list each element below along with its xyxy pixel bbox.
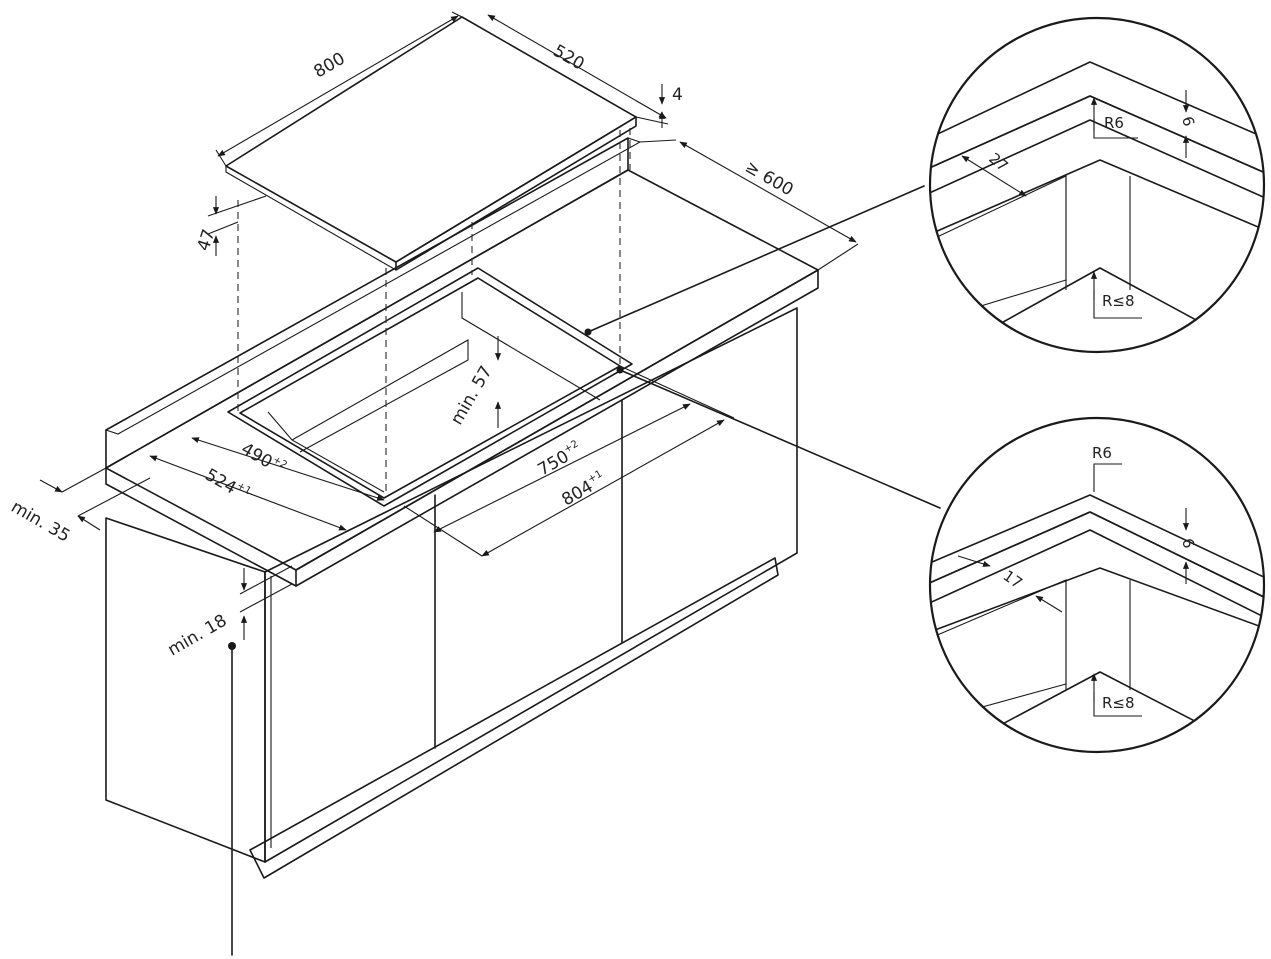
hob-glass-edge-left — [225, 166, 397, 271]
dim-outer-depth: 524+1 — [202, 464, 253, 506]
worktop-upstand — [105, 137, 629, 469]
detail-circle-bottom: R6 6 17 R≤8 — [928, 416, 1266, 754]
dimension-800: 800 — [215, 11, 463, 167]
dim-glass-thickness: 4 — [672, 85, 683, 105]
worktop — [104, 137, 819, 587]
detail-leaders — [584, 185, 941, 509]
detail-circle-top: R6 6 27 R≤8 — [928, 16, 1266, 354]
worktop-upstand-top — [104, 137, 642, 435]
dimension-4: 4 — [658, 84, 683, 128]
dimension-min57: min. 57 — [447, 336, 502, 429]
cabinet-front — [264, 307, 798, 863]
thickness-leader — [228, 642, 236, 956]
detail-bottom-step: 6 — [1178, 536, 1198, 550]
detail-top-radius: R6 — [1104, 114, 1124, 132]
detail-bottom-radius: R6 — [1092, 444, 1112, 462]
detail-bottom-inner-radius: R≤8 — [1102, 694, 1135, 712]
cutout-inner-wall — [461, 292, 601, 401]
worktop-left-edge — [105, 467, 297, 587]
cabinet-plinth — [249, 557, 779, 879]
dim-recess-gap: min. 57 — [447, 363, 497, 429]
dim-front-distance: min. 35 — [8, 497, 74, 547]
dim-hob-length: 800 — [311, 49, 349, 83]
worktop-front-edge — [295, 269, 819, 587]
detail-top-step: 6 — [1178, 114, 1198, 128]
cabinet-side-panel — [105, 517, 266, 863]
dimension-804: 804+1 — [403, 419, 725, 557]
cutout-rebate — [227, 267, 633, 507]
projection-lines — [237, 128, 631, 495]
dim-worktop-thickness: min. 18 — [165, 611, 231, 661]
dimension-47: 47 — [194, 195, 267, 256]
dimension-520: 520 — [487, 14, 669, 125]
dimension-524: 524+1 — [149, 455, 347, 531]
cutout-inner-left — [267, 411, 385, 493]
cabinet — [105, 307, 798, 879]
dim-worktop-depth: ≥ 600 — [742, 157, 797, 200]
cutout-inner-front — [291, 339, 469, 453]
detail-top-inner-radius: R≤8 — [1102, 292, 1135, 310]
cutout — [227, 267, 633, 507]
hob-glass-edge — [395, 116, 637, 271]
dimension-600: ≥ 600 — [639, 139, 859, 271]
dim-outer-width: 804+1 — [558, 469, 609, 511]
